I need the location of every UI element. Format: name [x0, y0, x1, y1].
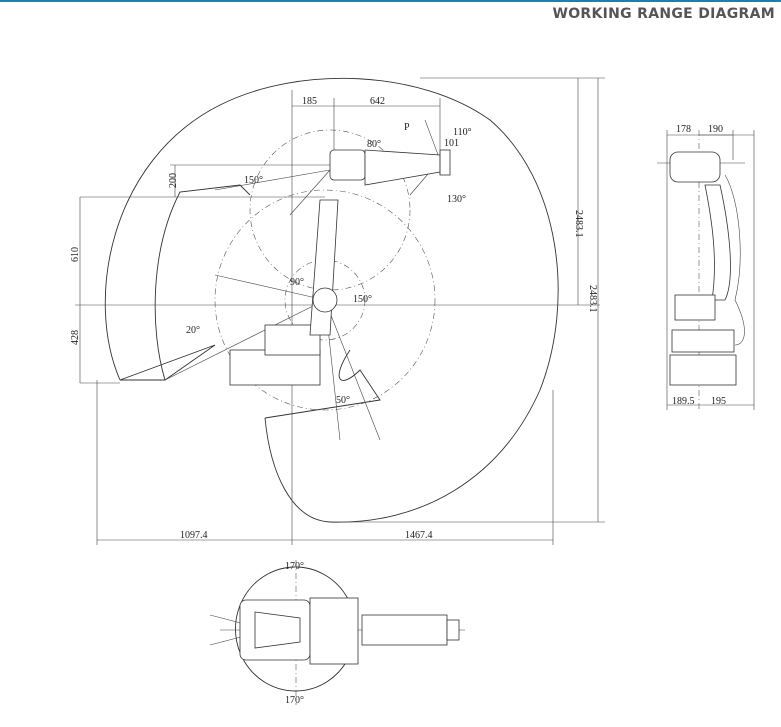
lower-arm — [309, 199, 339, 336]
angle-90: 90° — [290, 277, 304, 288]
dim-2483-b: 2483.1 — [587, 285, 598, 313]
dim-428: 428 — [70, 330, 81, 345]
top-angle-170-bottom: 170° — [285, 695, 304, 706]
dim-1097: 1097.4 — [180, 530, 208, 541]
point-p-label: P — [404, 122, 410, 133]
dim-1467: 1467.4 — [405, 530, 433, 541]
dim-190: 190 — [708, 124, 723, 135]
angle-80: 80° — [367, 139, 381, 150]
inner-envelope — [120, 184, 381, 419]
top-view — [209, 560, 465, 705]
dim-195: 195 — [711, 396, 726, 407]
angle-20: 20° — [186, 325, 200, 336]
front-view — [657, 130, 755, 410]
angle-110: 110° — [453, 127, 472, 138]
angle-130: 130° — [447, 194, 466, 205]
angle-150-right: 150° — [353, 294, 372, 305]
dim-185: 185 — [302, 96, 317, 107]
dim-101: 101 — [444, 138, 459, 149]
header-accent-line — [0, 0, 781, 2]
page-title: WORKING RANGE DIAGRAM — [552, 6, 775, 22]
dim-200: 200 — [168, 173, 179, 188]
dim-642: 642 — [370, 96, 385, 107]
robot-base — [229, 349, 321, 386]
dim-2483-a: 2483.1 — [573, 210, 584, 238]
dim-178: 178 — [676, 124, 691, 135]
top-angle-170-top: 170° — [285, 561, 304, 572]
dim-189-5: 189.5 — [672, 396, 695, 407]
upper-arm — [364, 149, 441, 186]
angle-150-left: 150° — [244, 175, 263, 186]
dim-610: 610 — [70, 247, 81, 262]
angle-50: 50° — [336, 395, 350, 406]
side-view — [75, 77, 605, 545]
